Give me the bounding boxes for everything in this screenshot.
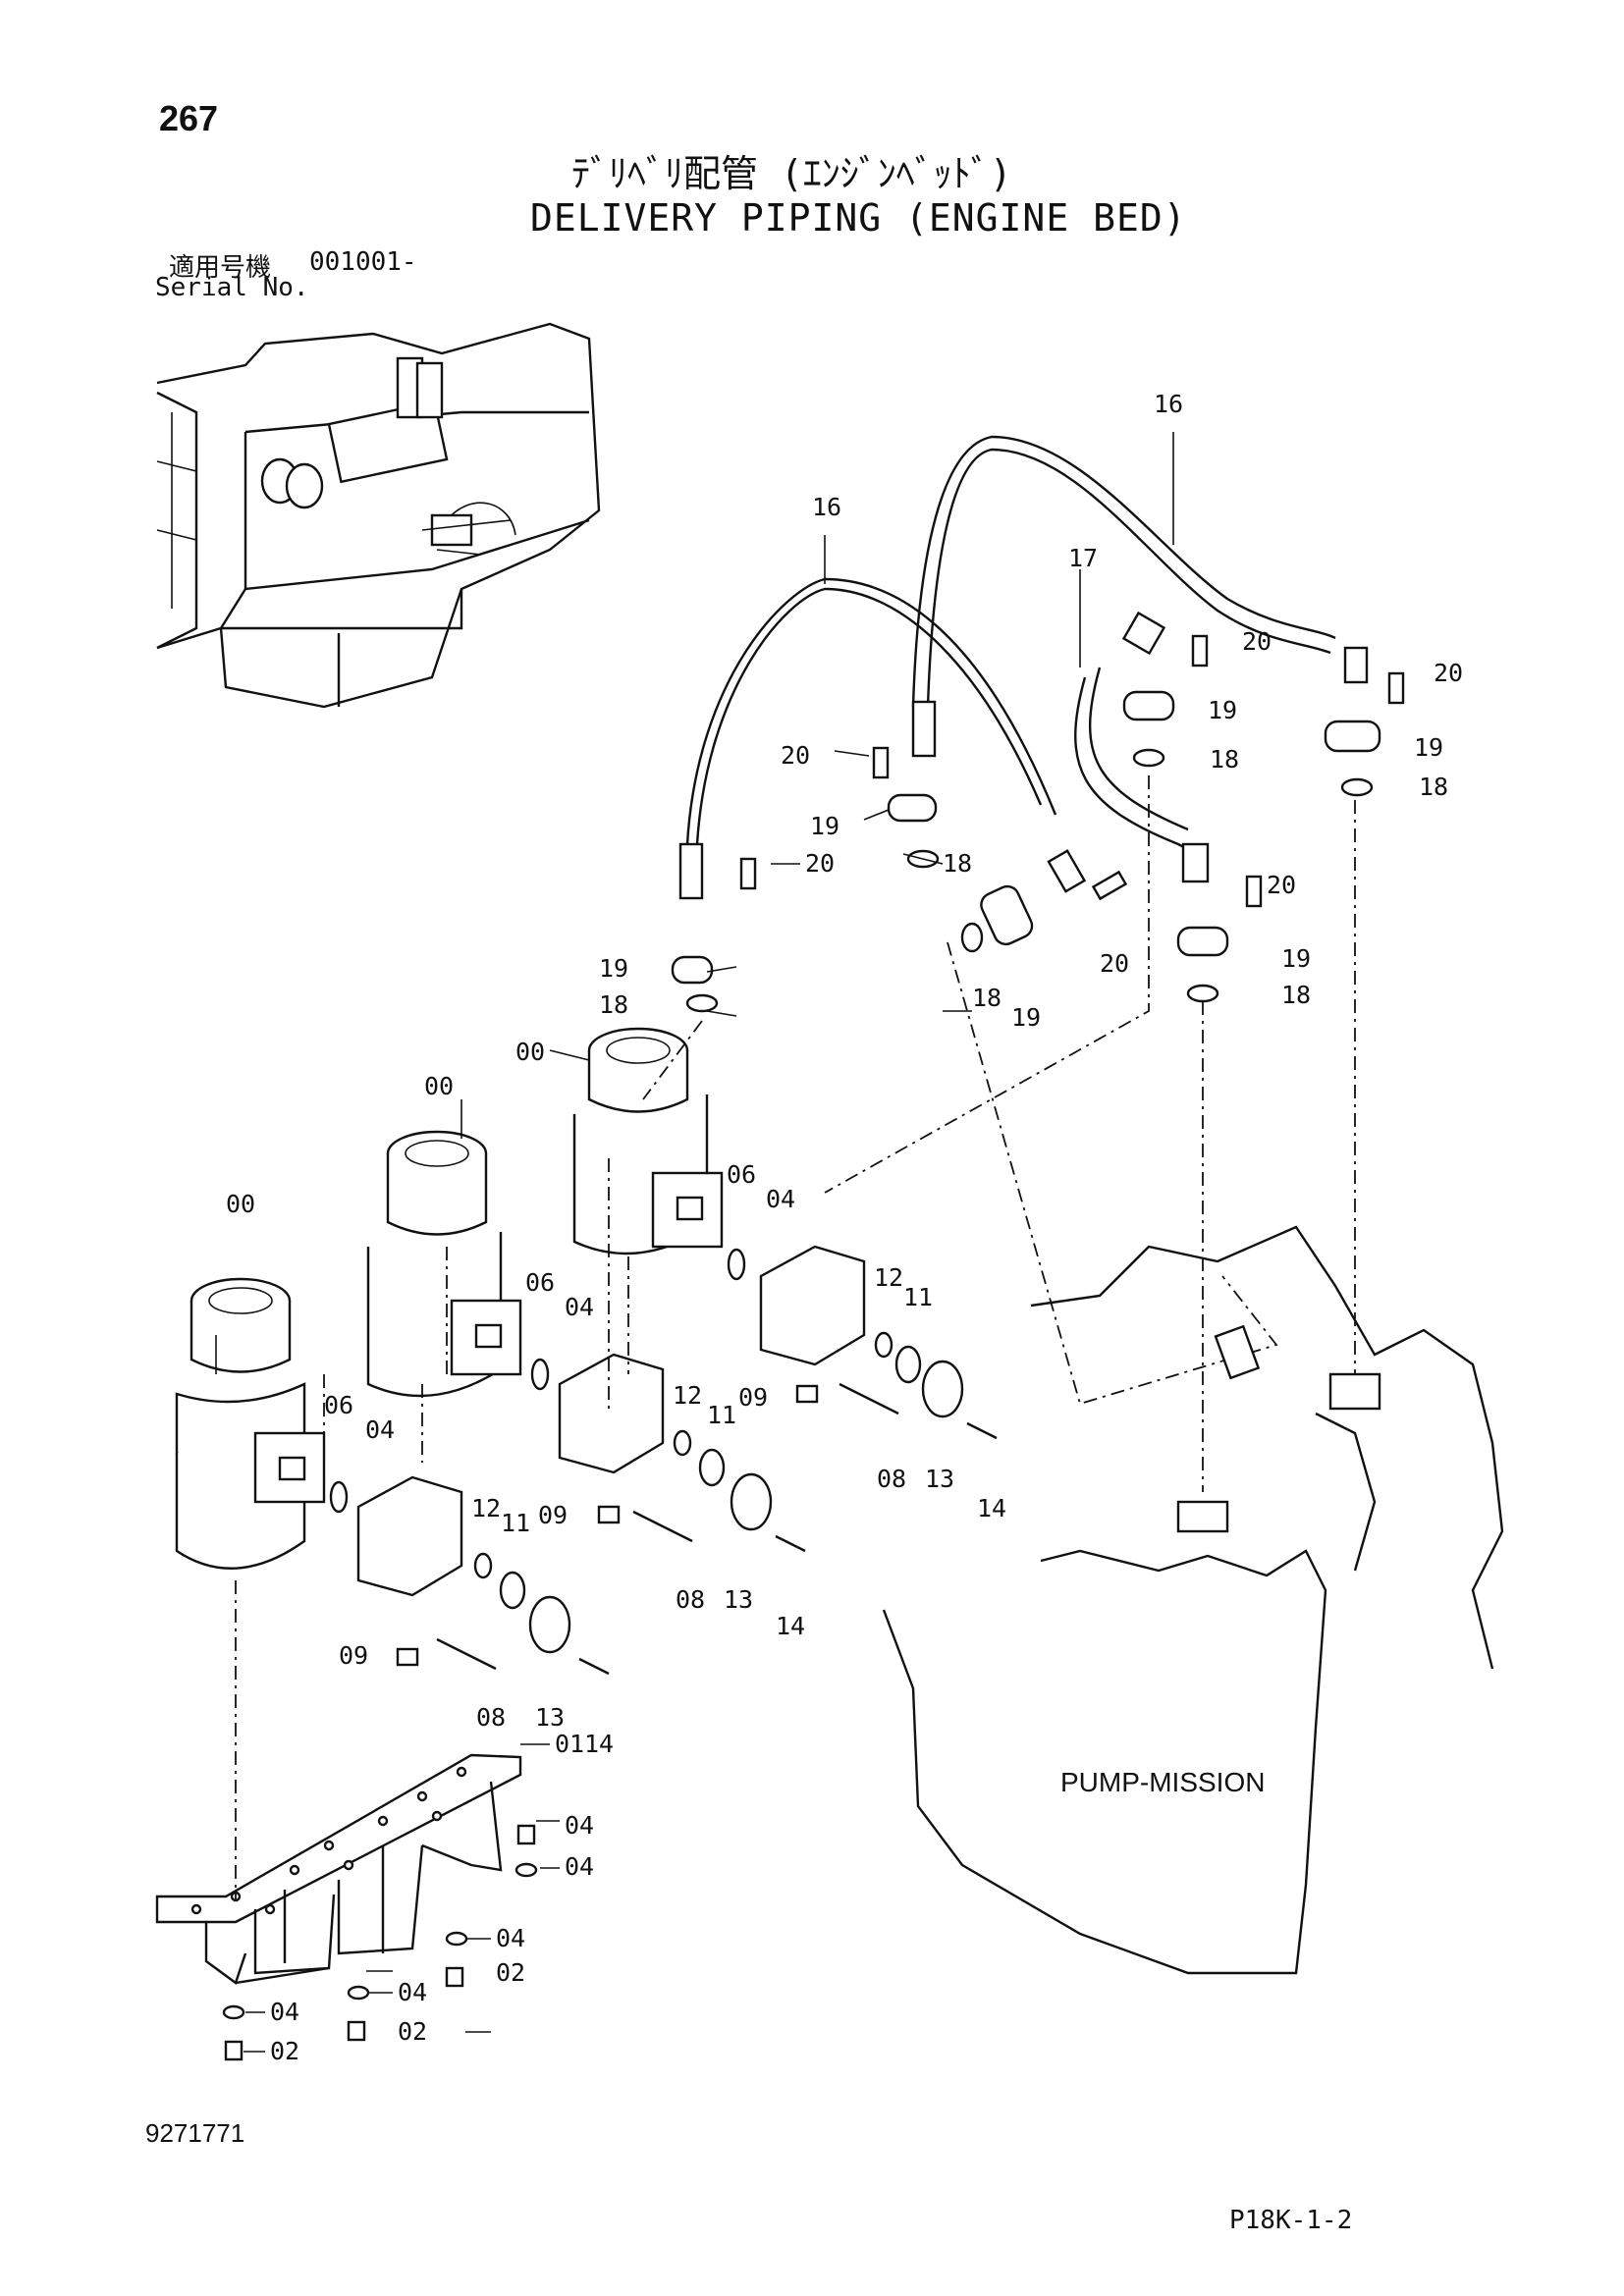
callout-08-c: 08	[877, 1465, 906, 1493]
serial-label: Serial No.	[155, 273, 309, 302]
callout-18-b: 18	[1419, 773, 1448, 801]
callout-20-a: 20	[1242, 627, 1272, 656]
serial-range: 001001-	[309, 247, 417, 277]
callout-19-a: 19	[1208, 696, 1237, 724]
page-title: DELIVERY PIPING (ENGINE BED)	[530, 196, 1187, 240]
leader-lines	[215, 432, 1174, 2053]
callout-19-d: 19	[599, 954, 628, 983]
callout-02-b: 02	[398, 2017, 427, 2046]
callout-04-d: 04	[270, 1998, 299, 2026]
document-id: 9271771	[145, 2118, 245, 2148]
swivel-joint-3	[572, 1027, 724, 1255]
callout-09-c: 09	[738, 1383, 768, 1412]
callout-02-a: 02	[496, 1958, 525, 1987]
callout-07-c: 06	[727, 1160, 756, 1189]
callout-20-e: 20	[1100, 949, 1129, 978]
callout-20-f: 20	[1267, 871, 1296, 899]
callout-19-e: 19	[1011, 1003, 1041, 1032]
page-title-japanese: ﾃﾞﾘﾍﾞﾘ配管 (ｴﾝｼﾞﾝﾍﾞｯﾄﾞ)	[571, 152, 1012, 195]
callout-17: 17	[1068, 544, 1098, 572]
callout-00-b: 00	[424, 1072, 454, 1100]
callout-00-a: 00	[226, 1190, 255, 1218]
page-number: 267	[159, 98, 219, 138]
callout-12-a: 12	[471, 1494, 501, 1522]
callout-06-b: 04	[565, 1293, 594, 1321]
callout-16-a: 16	[1154, 390, 1183, 418]
callout-14-b: 14	[776, 1612, 805, 1640]
callout-11-b: 11	[707, 1401, 736, 1429]
callout-13-c: 13	[925, 1465, 954, 1493]
callout-18-f: 18	[1281, 981, 1311, 1009]
hoses	[678, 435, 1369, 900]
callout-03: 04	[565, 1811, 594, 1840]
serial-label-japanese: 適用号機	[169, 253, 272, 283]
callout-08-a: 08	[476, 1703, 506, 1732]
callout-11-a: 11	[501, 1509, 530, 1537]
callout-11-c: 11	[903, 1283, 933, 1311]
swivel-joint-2	[366, 1130, 522, 1398]
callout-14-a: 14	[584, 1730, 614, 1758]
block-06-c	[727, 1245, 866, 1366]
callout-labels: 00 00 00 01 04 04 04 04 04 02 02 02 06 0…	[226, 390, 1463, 2065]
callout-04-b: 04	[496, 1924, 525, 1952]
callout-04-c: 04	[398, 1978, 427, 2006]
callout-13-a: 13	[535, 1703, 565, 1732]
callout-06-a: 04	[365, 1415, 395, 1444]
callout-14-c: 14	[977, 1494, 1006, 1522]
callout-16-b: 16	[812, 493, 841, 521]
machine-overview-illustration	[156, 322, 601, 709]
callout-20-c: 20	[781, 741, 810, 770]
callout-19-b: 19	[1414, 733, 1443, 762]
callout-13-b: 13	[724, 1585, 753, 1614]
callout-18-c: 18	[943, 849, 972, 878]
flanges-and-seals	[671, 634, 1405, 1013]
pump-mission-outline: PUMP-MISSION	[235, 775, 1504, 1975]
callout-06-c: 04	[766, 1185, 795, 1213]
base-frame	[155, 1753, 522, 1985]
callout-09-a: 09	[339, 1641, 368, 1670]
callout-04-a: 04	[565, 1852, 594, 1881]
swivel-joint-1	[175, 1277, 326, 1570]
callout-00-c: 00	[515, 1038, 545, 1066]
block-06-b	[530, 1353, 665, 1474]
callout-08-b: 08	[676, 1585, 705, 1614]
callout-07-a: 06	[324, 1391, 353, 1419]
callout-12-c: 12	[874, 1263, 903, 1292]
callout-20-b: 20	[1434, 659, 1463, 687]
callout-09-b: 09	[538, 1501, 568, 1529]
callout-18-a: 18	[1210, 745, 1239, 774]
callout-02-c: 02	[270, 2037, 299, 2065]
component-label-pump-mission: PUMP-MISSION	[1060, 1767, 1265, 1797]
fittings-set	[222, 1331, 998, 2061]
callout-19-c: 19	[810, 812, 839, 840]
callout-18-d: 18	[599, 990, 628, 1019]
callout-20-d: 20	[805, 849, 835, 878]
block-06-a	[329, 1475, 463, 1597]
callout-18-e: 18	[972, 984, 1001, 1012]
callout-07-b: 06	[525, 1268, 555, 1297]
page-code: P18K-1-2	[1229, 2206, 1353, 2235]
callout-12-b: 12	[673, 1381, 702, 1410]
callout-19-f: 19	[1281, 944, 1311, 973]
callout-01: 01	[555, 1730, 584, 1758]
